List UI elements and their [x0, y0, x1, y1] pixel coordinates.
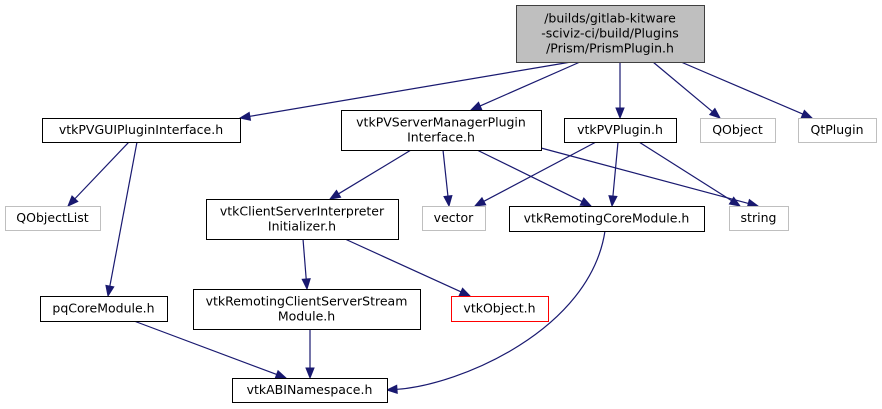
node-string: string [729, 206, 789, 231]
node-box-pvplugin [564, 118, 677, 143]
node-label-vector: vector [434, 210, 475, 225]
edges-layer [67, 61, 814, 395]
node-label-qtplugin: QtPlugin [810, 122, 863, 137]
node-label-gui: vtkPVGUIPluginInterface.h [59, 122, 223, 137]
node-box-vector [422, 206, 486, 231]
edge-smpi-to-vector [442, 149, 449, 197]
node-qobject: QObject [700, 118, 776, 143]
edge-rcm-to-abi [396, 230, 606, 390]
edge-pvplugin-to-vector [483, 141, 597, 202]
node-abi[interactable]: vtkABINamespace.h [232, 378, 388, 403]
node-box-rcssm [193, 289, 421, 330]
arrowhead-pvplugin-to-vector [473, 196, 487, 207]
node-label-qobjectlist: QObjectList [16, 210, 88, 225]
arrowhead-rcm-to-abi [385, 384, 398, 395]
arrowhead-pvplugin-to-string [728, 196, 742, 207]
node-box-smpi [341, 110, 542, 151]
node-box-qtplugin [798, 118, 877, 143]
node-vector: vector [422, 206, 486, 231]
arrowhead-smpi-to-vector [443, 195, 453, 208]
arrowhead-csii-to-vtkobject [458, 287, 472, 297]
arrowhead-pvplugin-to-rcm [608, 195, 618, 208]
node-label-vtkobject: vtkObject.h [463, 301, 535, 316]
edge-pvplugin-to-rcm [612, 141, 619, 197]
arrowhead-root-to-qtplugin [800, 109, 814, 119]
arrowhead-rcssm-to-abi [305, 367, 315, 380]
node-label-string: string [741, 210, 777, 225]
arrowhead-root-to-gui [238, 111, 252, 121]
node-label-root: /builds/gitlab-kitware [544, 11, 676, 26]
node-box-qobject [700, 118, 776, 143]
node-label-rcssm: vtkRemotingClientServerStream [206, 294, 408, 309]
edge-root-to-qtplugin [680, 61, 804, 115]
node-box-csii [206, 199, 399, 240]
node-label-rcssm: Module.h [278, 309, 335, 324]
node-box-root [516, 5, 705, 63]
edge-smpi-to-csii [338, 149, 412, 195]
nodes-layer: /builds/gitlab-kitware-sciviz-ci/build/P… [5, 5, 877, 403]
arrowhead-pqcore-to-abi [274, 369, 288, 379]
node-label-qobject: QObject [712, 122, 763, 137]
node-box-qobjectlist [5, 206, 101, 231]
node-label-pqcore: pqCoreModule.h [52, 301, 154, 316]
arrowhead-gui-to-qobjectlist [67, 195, 79, 207]
node-label-smpi: Interface.h [407, 130, 475, 145]
node-label-smpi: vtkPVServerManagerPlugin [356, 115, 526, 130]
node-label-pvplugin: vtkPVPlugin.h [577, 122, 663, 137]
edge-root-to-qobject [652, 61, 713, 113]
node-vtkobject[interactable]: vtkObject.h [451, 296, 549, 322]
edge-pqcore-to-abi [133, 320, 277, 376]
node-label-root: -sciviz-ci/build/Plugins [541, 26, 679, 41]
node-pvplugin[interactable]: vtkPVPlugin.h [564, 118, 677, 143]
node-label-rcm: vtkRemotingCoreModule.h [524, 211, 690, 226]
node-box-pqcore [40, 296, 168, 322]
node-qobjectlist: QObjectList [5, 206, 101, 231]
node-box-gui [42, 118, 241, 143]
node-box-abi [232, 378, 388, 403]
arrowhead-smpi-to-csii [328, 189, 342, 200]
arrowhead-root-to-smpi [469, 101, 483, 111]
node-root: /builds/gitlab-kitware-sciviz-ci/build/P… [516, 5, 705, 63]
edge-pvplugin-to-string [638, 141, 732, 202]
node-pqcore[interactable]: pqCoreModule.h [40, 296, 168, 322]
node-box-rcm [509, 206, 705, 232]
arrowhead-gui-to-pqcore [105, 284, 115, 298]
node-label-csii: vtkClientServerInterpreter [220, 204, 385, 219]
edge-root-to-gui [249, 61, 572, 117]
arrowhead-csii-to-rcssm [301, 278, 311, 291]
node-qtplugin: QtPlugin [798, 118, 877, 143]
arrowhead-root-to-pvplugin [615, 107, 625, 120]
node-gui[interactable]: vtkPVGUIPluginInterface.h [42, 118, 241, 143]
edge-root-to-smpi [479, 61, 581, 107]
edge-smpi-to-rcm [476, 149, 583, 203]
node-label-root: /Prism/PrismPlugin.h [546, 41, 674, 56]
arrowhead-root-to-qobject [708, 107, 722, 119]
edge-gui-to-pqcore [109, 141, 138, 287]
node-label-abi: vtkABINamespace.h [247, 382, 373, 397]
edge-smpi-to-string [540, 147, 749, 204]
node-box-vtkobject [451, 296, 549, 322]
edge-csii-to-vtkobject [344, 238, 462, 293]
edge-gui-to-qobjectlist [74, 141, 130, 200]
node-box-string [729, 206, 789, 231]
edge-csii-to-rcssm [302, 238, 307, 280]
arrowhead-smpi-to-rcm [579, 197, 593, 207]
node-rcm[interactable]: vtkRemotingCoreModule.h [509, 206, 705, 232]
node-label-csii: Initializer.h [268, 219, 336, 234]
